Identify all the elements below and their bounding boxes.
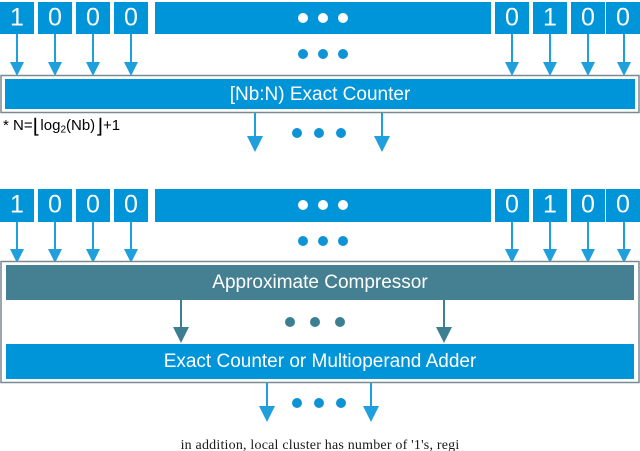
exact-counter-or-adder-fill: [6, 344, 634, 379]
top-bit-cell-2: [76, 2, 110, 34]
top-bit-cell-0: [0, 2, 34, 34]
bottom-bit-value-5: 1: [543, 191, 557, 219]
bottom-row-ellipsis-icon: [298, 200, 348, 210]
bottom-bit-row: 1 0 0 0 0 1 0 0: [0, 189, 640, 222]
page-caption-clipped: in addition, local cluster has number of…: [180, 438, 460, 451]
bottom-bit-cell-0: [0, 189, 34, 222]
bottom-bit-value-4: 0: [505, 191, 519, 219]
top-bit-value-6: 0: [581, 4, 595, 32]
bottom-bit-value-0: 1: [10, 191, 24, 219]
exact-counter-block: [Nb:N) Exact Counter: [0, 74, 640, 114]
formula-floor-open: ⌊: [32, 116, 41, 138]
bottom-bit-cell-1: [38, 189, 72, 222]
top-bit-cell-6: [571, 2, 605, 34]
bottom-output-arrows: [259, 383, 379, 422]
top-bit-value-4: 0: [505, 4, 519, 32]
top-gap-ellipsis-icon: [298, 49, 348, 59]
bottom-bit-cell-5: [533, 189, 567, 222]
top-bit-value-2: 0: [86, 4, 100, 32]
top-bit-value-7: 0: [616, 4, 630, 32]
top-bit-value-1: 0: [48, 4, 62, 32]
top-bit-cell-7: [606, 2, 640, 34]
top-bit-cell-1: [38, 2, 72, 34]
top-bit-row: 1 0 0 0 0 1 0 0: [0, 2, 640, 34]
bottom-bit-value-1: 0: [48, 191, 62, 219]
approximate-compressor-fill: [6, 265, 634, 300]
top-bit-cell-4: [495, 2, 529, 34]
bottom-bit-value-7: 0: [616, 191, 630, 219]
top-bit-cell-5: [533, 2, 567, 34]
approximate-compressor-label: Approximate Compressor: [212, 272, 428, 293]
bottom-bit-cell-3: [114, 189, 148, 222]
formula-floor-close: ⌋: [95, 116, 103, 138]
formula-log: log: [40, 116, 61, 134]
exact-counter-fill: [5, 79, 635, 109]
compressor-adder-group: Approximate Compressor Exact Counter or …: [0, 260, 640, 384]
exact-counter-label: [Nb:N) Exact Counter: [230, 84, 411, 105]
formula-prefix: * N=: [3, 116, 33, 134]
bottom-bit-value-3: 0: [124, 191, 138, 219]
bottom-bit-cell-7: [606, 189, 640, 222]
top-output-ellipsis-icon: [292, 128, 346, 138]
compressor-to-adder-ellipsis-icon: [285, 317, 345, 327]
formula-suffix: +1: [103, 116, 121, 134]
top-row-ellipsis-icon: [298, 13, 348, 23]
compressor-to-adder-arrows: [173, 300, 452, 343]
bottom-bit-cell-6: [571, 189, 605, 222]
top-bit-value-0: 1: [10, 4, 24, 32]
top-bit-value-3: 0: [124, 4, 138, 32]
bottom-bit-value-6: 0: [581, 191, 595, 219]
top-output-arrows: [247, 113, 390, 152]
formula-argument: (Nb): [66, 116, 96, 134]
bottom-bit-cell-2: [76, 189, 110, 222]
bottom-gap-ellipsis-icon: [298, 236, 348, 246]
bottom-bit-value-2: 0: [86, 191, 100, 219]
top-bit-cell-3: [114, 2, 148, 34]
formula-log-subscript: 2: [60, 124, 67, 136]
top-input-arrows: [10, 34, 631, 76]
bottom-bit-cell-4: [495, 189, 529, 222]
footnote-formula: * N=⌊log2(Nb)⌋+1: [3, 117, 120, 137]
exact-counter-or-adder-label: Exact Counter or Multioperand Adder: [164, 351, 477, 372]
top-bit-value-5: 1: [543, 4, 557, 32]
bottom-output-ellipsis-icon: [292, 398, 346, 408]
bottom-input-arrows: [10, 222, 631, 263]
